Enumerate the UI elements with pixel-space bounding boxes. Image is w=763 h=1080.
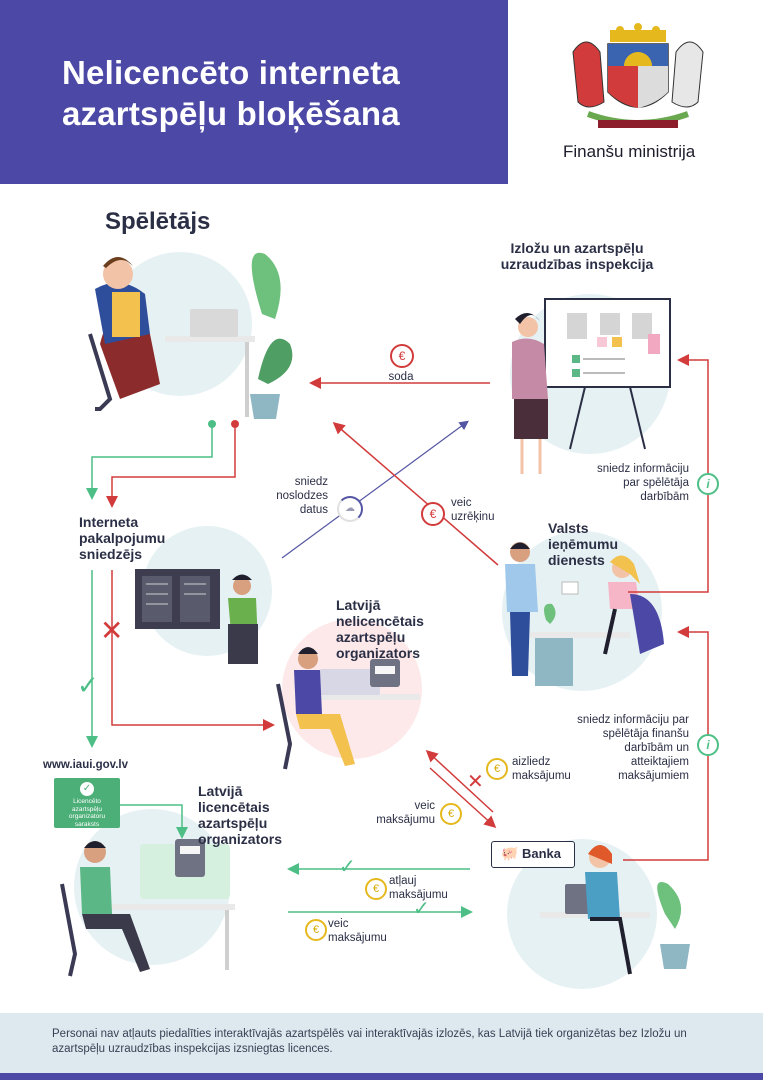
check-icon: ✓: [339, 856, 356, 878]
info-circle-icon: i: [697, 473, 719, 495]
arrow-badge-licensed: [120, 804, 188, 839]
scene-layer: [60, 252, 690, 989]
player-illustration: [88, 252, 293, 419]
ministry-name: Finanšu ministrija: [563, 142, 696, 161]
arrow-noslodzes: [281, 420, 469, 559]
info-circle-icon: i: [697, 734, 719, 756]
euro-coin-icon: €: [305, 919, 327, 941]
isp-illustration: [135, 569, 258, 664]
arrow-aizliedz: [425, 749, 494, 813]
unlicensed-illustration: [276, 647, 420, 770]
badge-text: Licencēto azartspēļu organizatoru saraks…: [68, 798, 106, 828]
label-sniedz-info-player: sniedz informāciju par spēlētāja darbībā…: [596, 463, 689, 503]
cross-icon: ✕: [100, 615, 124, 646]
vid-illustration: [505, 542, 664, 686]
coat-of-arms-icon: [572, 23, 704, 128]
vid-label: Valsts ieņēmumu dienests: [548, 520, 619, 568]
cloud-load-icon: ☁: [337, 496, 363, 522]
arrow-player-isp-red: [106, 426, 236, 508]
euro-coin-icon: €: [421, 502, 445, 526]
label-soda: soda: [388, 371, 414, 383]
bank-illustration: [540, 845, 690, 975]
arrow-player-isp-green: [86, 426, 213, 500]
euro-coin-icon: €: [486, 758, 508, 780]
licensed-label: Latvijā licencētais azartspēļu organizat…: [198, 783, 283, 847]
licensed-list-badge[interactable]: ✓ Licencēto azartspēļu organizatoru sara…: [54, 778, 120, 828]
label-veic-maksajumu-2: veic maksājumu: [328, 918, 387, 944]
check-icon: ✓: [77, 670, 99, 700]
footer-text: Personai nav atļauts piedalīties interak…: [52, 1028, 687, 1055]
unlicensed-label: Latvijā nelicencētais azartspēļu organiz…: [336, 597, 424, 661]
check-icon: ✓: [413, 898, 430, 920]
bank-label-box: 🐖 Banka: [491, 841, 575, 868]
flow-arrows: [86, 354, 709, 918]
label-sniedz-info-finance: sniedz informāciju par spēlētāja finanšu…: [577, 714, 689, 782]
label-atlauj: atļauj maksājumu: [389, 875, 448, 901]
arrow-uzrekins: [332, 422, 499, 566]
euro-coin-icon: €: [365, 878, 387, 900]
euro-coin-icon: €: [440, 803, 462, 825]
euro-coin-icon: €: [390, 344, 414, 368]
piggy-bank-icon: 🐖: [501, 845, 519, 861]
bank-label: Banka: [522, 846, 562, 861]
website-link[interactable]: www.iaui.gov.lv: [43, 759, 128, 771]
label-sniedz-noslodzes: sniedz noslodzes datus: [276, 476, 328, 516]
player-label: Spēlētājs: [105, 208, 211, 235]
inspection-label: Izložu un azartspēļu uzraudzības inspekc…: [500, 240, 654, 272]
footer-stripe: [0, 1073, 763, 1080]
inspection-illustration: [512, 298, 671, 474]
cross-icon: ✕: [467, 771, 484, 793]
page-title: Nelicencēto interneta azartspēļu bloķēša…: [62, 52, 492, 134]
header-band: [0, 0, 508, 184]
title-line-2: azartspēļu bloķēšana: [62, 95, 400, 132]
licensed-illustration: [60, 839, 235, 977]
arrow-isp-unlicensed: [111, 570, 275, 731]
check-icon: ✓: [80, 782, 94, 796]
isp-label: Interneta pakalpojumu sniedzējs: [79, 514, 166, 562]
title-line-1: Nelicencēto interneta: [62, 54, 400, 91]
label-veic-maksajumu-1: veic maksājumu: [376, 800, 435, 826]
footer: [0, 1013, 763, 1073]
label-veic-uzrekinu: veic uzrēķinu: [451, 497, 495, 523]
arrow-veic-maksajumu-1: [429, 767, 497, 829]
label-aizliedz: aizliedz maksājumu: [512, 756, 571, 782]
